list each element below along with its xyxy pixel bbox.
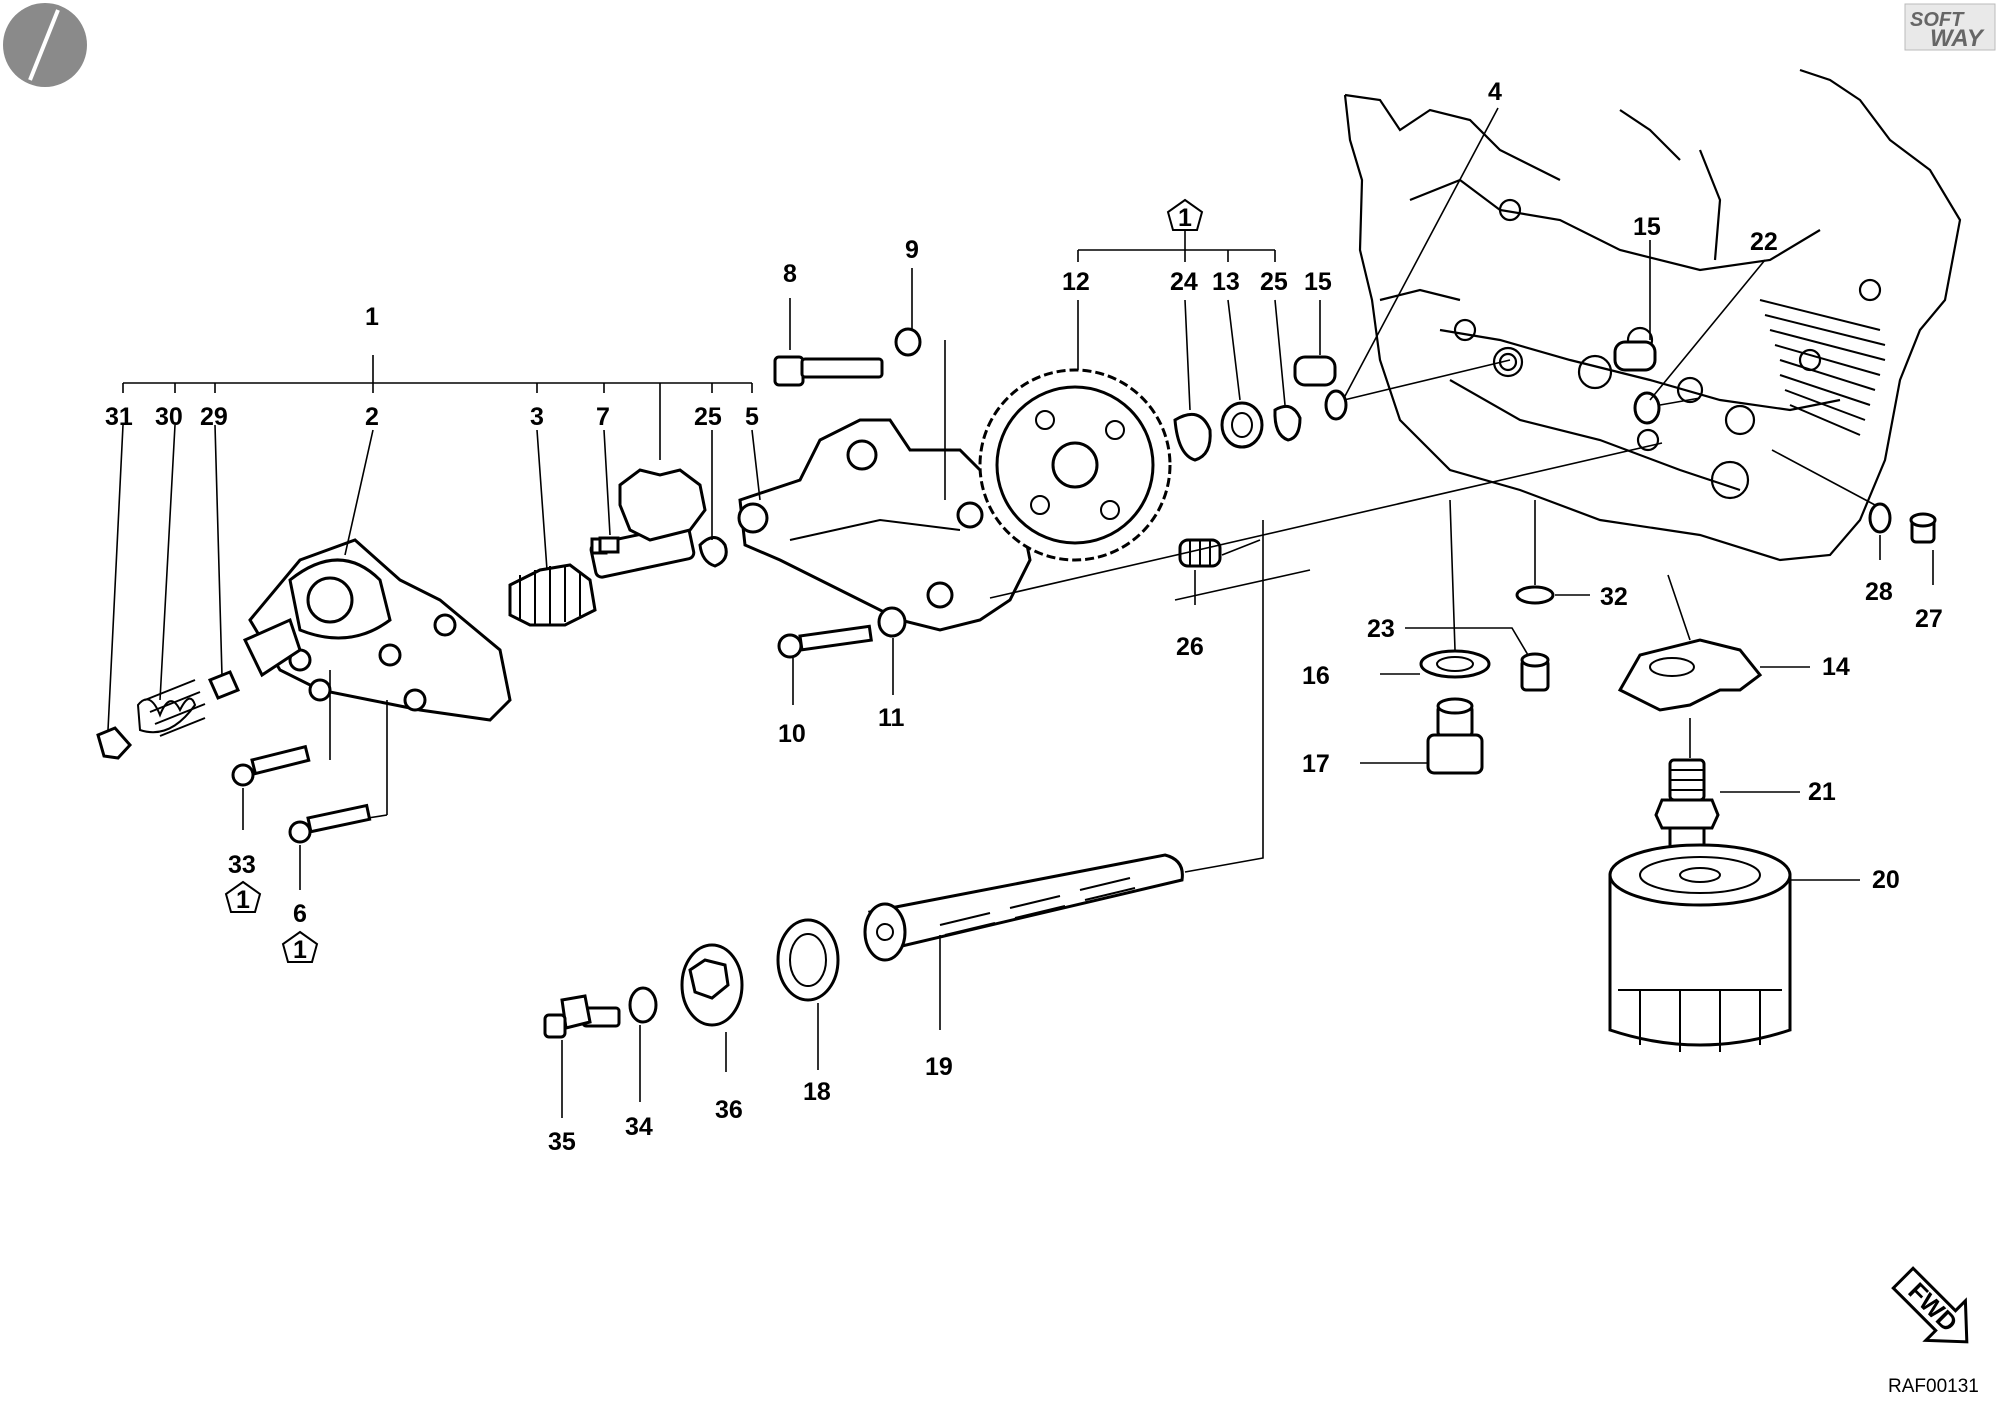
callout-1: 1 [365, 303, 379, 331]
callout-26: 26 [1176, 633, 1204, 661]
svg-text:1: 1 [1178, 204, 1192, 232]
plug-16-17 [1419, 649, 1491, 775]
note-marker-33: 1 [224, 880, 262, 914]
callout-5: 5 [745, 403, 759, 431]
callout-18: 18 [803, 1078, 831, 1106]
callout-29: 29 [200, 403, 228, 431]
oil-pump-body [242, 538, 512, 722]
callout-14: 14 [1822, 653, 1850, 681]
nipple-21 [1654, 758, 1720, 856]
strainer-19 [863, 853, 1184, 962]
callout-36: 36 [715, 1096, 743, 1124]
callout-21: 21 [1808, 778, 1836, 806]
callout-22: 22 [1750, 228, 1778, 256]
callout-9: 9 [905, 236, 919, 264]
callout-31: 31 [105, 403, 133, 431]
pump-cover [737, 418, 1032, 632]
callout-4: 4 [1488, 78, 1502, 106]
callout-32: 32 [1600, 583, 1628, 611]
callout-35: 35 [548, 1128, 576, 1156]
callout-15a: 15 [1304, 268, 1332, 296]
callout-6: 6 [293, 900, 307, 928]
logo-line1: SOFT [1910, 9, 1965, 31]
callout-8: 8 [783, 260, 797, 288]
callout-11: 11 [878, 704, 905, 732]
softway-logo: SOFT WAY [1904, 3, 1996, 52]
callout-19: 19 [925, 1053, 953, 1081]
hex-cap-36 [680, 943, 744, 1027]
logo-line2: WAY [1930, 25, 1985, 52]
oring-22 [1633, 391, 1661, 425]
leader-lines [107, 107, 1934, 1118]
callout-labels: 1 2 3 4 5 6 7 8 9 10 11 12 13 14 15 15 1… [105, 78, 1943, 1156]
circlip-left [698, 536, 728, 568]
callout-3: 3 [530, 403, 544, 431]
plug-23-32 [1515, 585, 1555, 692]
cover-bolt-lower [777, 606, 907, 659]
callout-25a: 25 [694, 403, 722, 431]
drain-plug-27-28 [1868, 502, 1937, 544]
callout-25b: 25 [1260, 268, 1288, 296]
callout-17: 17 [1302, 750, 1330, 778]
callout-15b: 15 [1633, 213, 1661, 241]
callout-28: 28 [1865, 578, 1893, 606]
callout-33: 33 [228, 851, 256, 879]
callout-16: 16 [1302, 662, 1330, 690]
drawing-code: RAF00131 [1888, 1376, 1979, 1397]
cover-bolt-upper [773, 327, 922, 387]
callout-27: 27 [1915, 605, 1943, 633]
bracket-14 [1617, 638, 1763, 712]
callout-20: 20 [1872, 866, 1900, 894]
dowel-pins [1293, 340, 1657, 387]
svg-text:1: 1 [293, 936, 307, 964]
callout-10: 10 [778, 720, 806, 748]
page-corner-mark [3, 3, 87, 87]
callout-13: 13 [1212, 268, 1240, 296]
callout-7: 7 [596, 403, 610, 431]
svg-text:1: 1 [236, 886, 250, 914]
oil-filter [1608, 843, 1792, 1052]
note-marker-top: 1 [1166, 198, 1204, 232]
forward-arrow-icon: FWD [1891, 1266, 1969, 1344]
gear-shaft-hardware [1173, 389, 1348, 462]
seal-ring-18 [776, 918, 840, 1002]
note-marker-6: 1 [281, 930, 319, 964]
callout-30: 30 [155, 403, 183, 431]
cap-bolt-34-35 [543, 986, 658, 1039]
callout-24: 24 [1170, 268, 1198, 296]
relief-valve-parts [96, 670, 241, 760]
crankcase-outline [1343, 68, 1962, 562]
drive-shaft-gear [508, 523, 696, 627]
callout-34: 34 [625, 1113, 653, 1141]
rotor-gear [598, 468, 707, 554]
callout-23: 23 [1367, 615, 1395, 643]
large-gear [978, 368, 1172, 562]
pump-bolts [231, 744, 372, 844]
callout-12: 12 [1062, 268, 1090, 296]
callout-2: 2 [365, 403, 379, 431]
